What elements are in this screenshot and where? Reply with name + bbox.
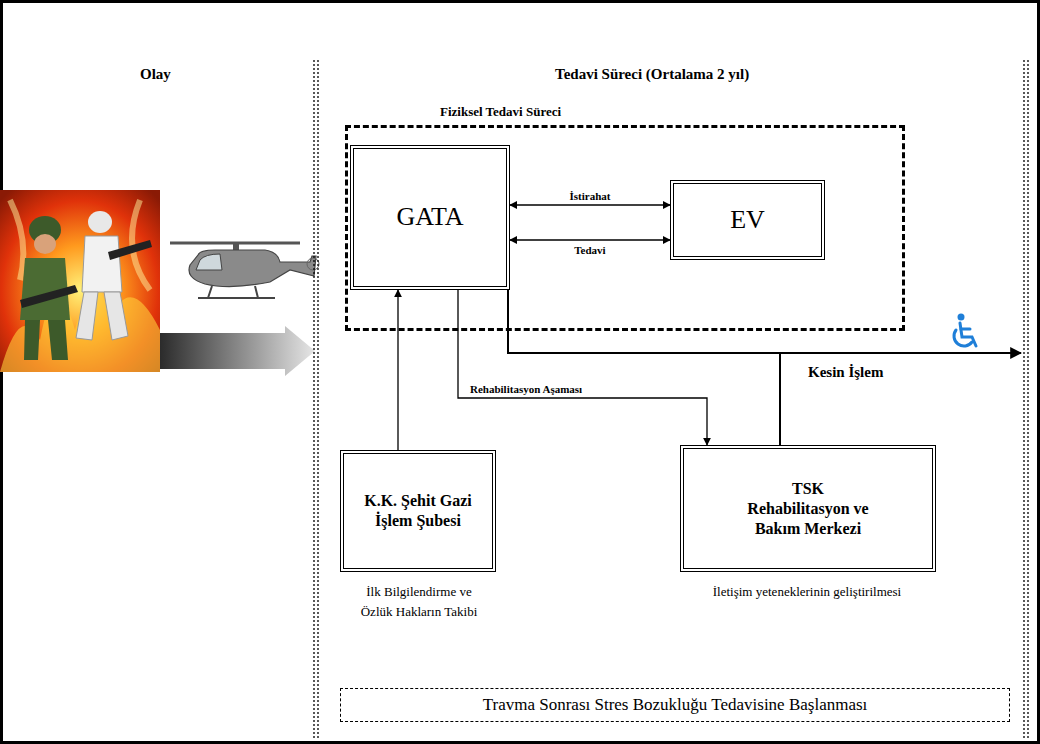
group-heading: Fiziksel Tedavi Süreci [440, 104, 561, 120]
box-note: İlk Bilgilendirme ve Özlük Hakların Taki… [355, 582, 483, 622]
process-box: EV [670, 180, 825, 260]
flow-arrow [780, 352, 1021, 354]
connector [397, 290, 398, 450]
node-text: GATA [396, 201, 463, 234]
process-box: TSK Rehabilitasyon ve Bakım Merkezi [680, 445, 936, 572]
node-text: K.K. Şehit Gazi İşlem Şubesi [358, 491, 478, 531]
edge-label: Rehabilitasyon Aşaması [470, 383, 582, 395]
node-text: Travma Sonrası Stres Bozukluğu Tedavisin… [483, 694, 868, 715]
edge-label: Tedavi [574, 244, 605, 256]
node-text: TSK Rehabilitasyon ve Bakım Merkezi [741, 479, 876, 539]
edge-label: İstirahat [570, 190, 611, 202]
column-divider [314, 60, 1028, 738]
helicopter [170, 243, 319, 298]
group-box: Fiziksel Tedavi SüreciGATAEV [345, 125, 905, 331]
battle-scene [0, 190, 160, 372]
process-box: K.K. Şehit Gazi İşlem Şubesi [340, 450, 496, 572]
connector [458, 290, 707, 445]
connector [510, 204, 670, 205]
node-text: EV [730, 204, 765, 237]
connector [508, 290, 780, 445]
column-heading: Tedavi Süreci (Ortalama 2 yıl) [555, 66, 749, 83]
event-arrow [160, 326, 315, 376]
process-box: GATA [350, 145, 510, 290]
wheelchair-icon [954, 314, 976, 347]
box-note: İletişim yeteneklerinin geliştirilmesi [712, 582, 902, 602]
note-band: Travma Sonrası Stres Bozukluğu Tedavisin… [340, 688, 1010, 722]
connector [510, 239, 670, 240]
flow-label: Kesin İşlem [808, 364, 883, 381]
column-heading: Olay [140, 66, 171, 83]
